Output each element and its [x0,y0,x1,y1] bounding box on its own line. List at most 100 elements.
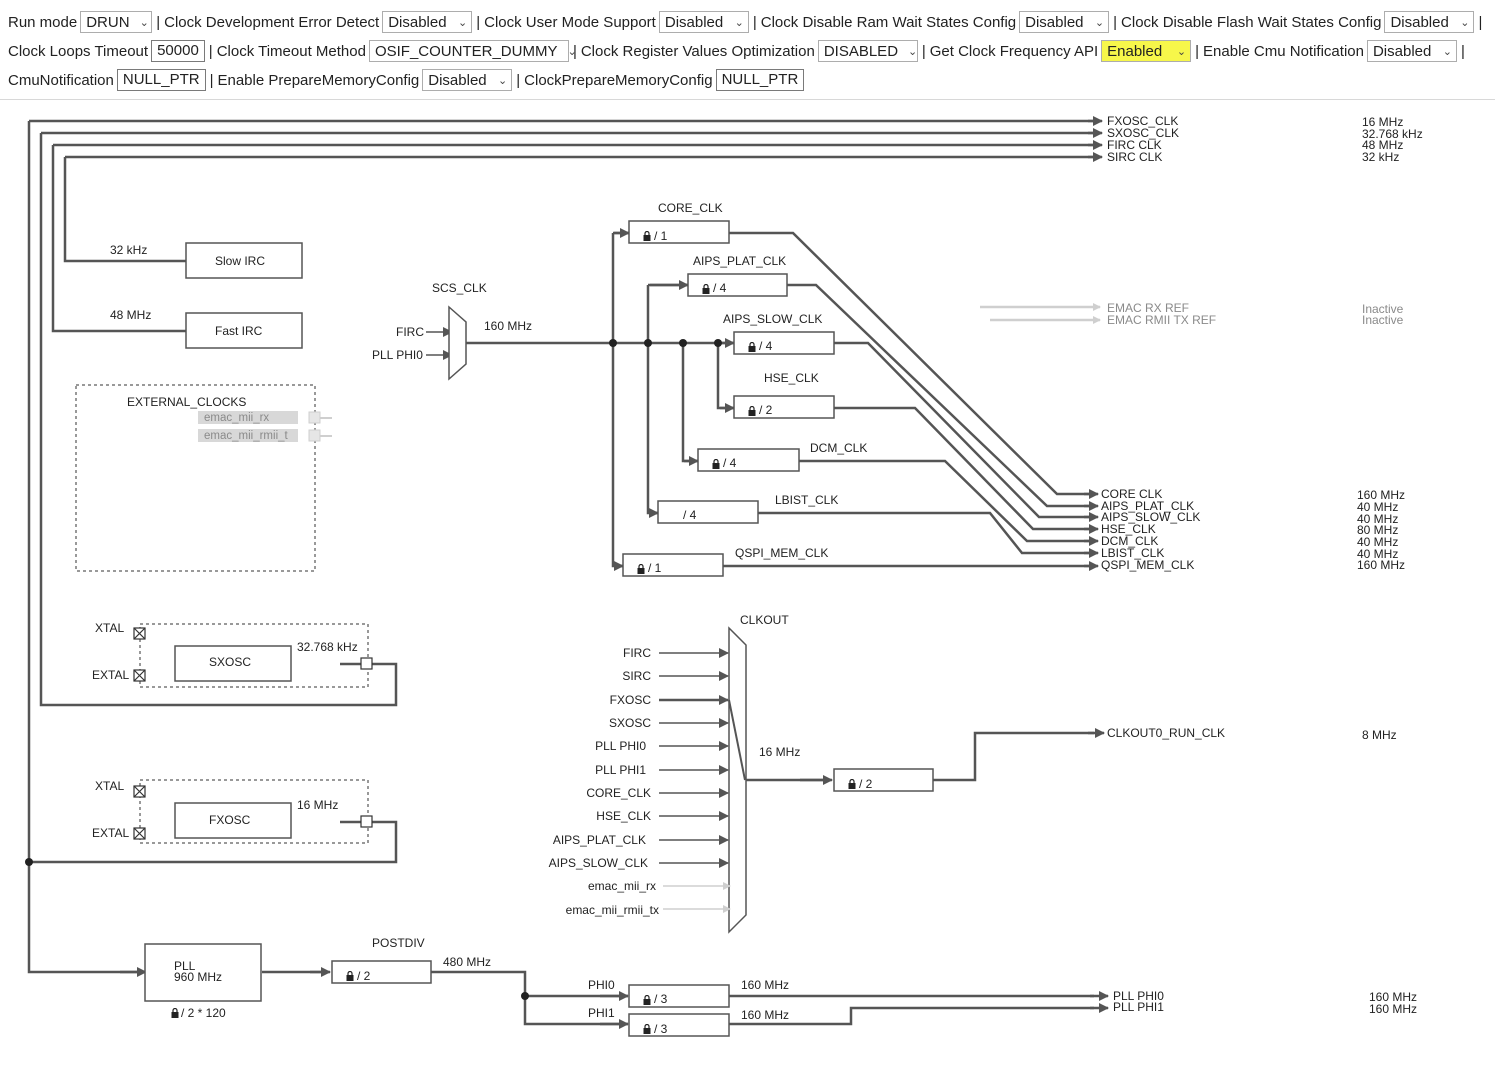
fast-irc-freq: 48 MHz [110,308,151,322]
svg-text:40 MHz: 40 MHz [1357,535,1398,549]
svg-text:DCM_CLK: DCM_CLK [1101,534,1158,548]
junction-dot [521,992,529,1000]
out-label: SIRC CLK [1107,150,1162,164]
svg-text:EXTAL: EXTAL [92,826,129,840]
clock-dev-error-detect-select[interactable]: Disabled⌄ [382,11,473,33]
clock-user-mode-support-select[interactable]: Disabled⌄ [658,11,749,33]
scs-input: FIRC [396,325,424,339]
slow-irc-block[interactable]: Slow IRC 32 kHz [110,242,303,279]
svg-text:AIPS_PLAT_CLK: AIPS_PLAT_CLK [1101,499,1194,513]
sxosc-freq: 32.768 kHz [297,640,358,654]
firc-vertical-wire [51,145,186,333]
chevron-down-icon: ⌄ [908,45,918,58]
fxosc-label: FXOSC [209,813,251,827]
enable-cmu-notification-select[interactable]: Disabled⌄ [1366,40,1457,62]
svg-text:emac_mii_rx: emac_mii_rx [588,879,656,893]
run-mode-label: Run mode [8,13,78,31]
lbist-clk-divider[interactable]: / 4 LBIST_CLK [657,493,838,524]
enable-prepare-memory-config-select[interactable]: Disabled⌄ [422,69,513,91]
external-clock-item: emac_mii_rmii_t [204,430,289,442]
slow-irc-label: Slow IRC [215,254,265,268]
clock-prepare-memory-config-label: ClockPrepareMemoryConfig [524,71,713,89]
svg-text:AIPS_PLAT_CLK: AIPS_PLAT_CLK [553,833,646,847]
out-freq: 16 MHz [1362,115,1403,129]
pll-label: PLL [174,959,196,973]
clkout-mux[interactable]: CLKOUT 16 MHz FIRC SIRC FXOSC SXOSC PLL … [549,613,801,934]
svg-text:/ 2: / 2 [357,969,371,983]
fxosc-block[interactable]: FXOSC 16 MHz XTAL EXTAL [92,779,373,844]
svg-text:/ 2: / 2 [759,403,773,417]
aips-slow-clk-divider[interactable]: / 4 AIPS_SLOW_CLK [723,312,835,355]
chevron-down-icon: ⌄ [1094,16,1105,29]
clock-prepare-memory-config-input[interactable]: NULL_PTR [715,69,805,91]
clock-disable-ram-wait-label: Clock Disable Ram Wait States Config [760,13,1017,31]
sxosc-block[interactable]: SXOSC 32.768 kHz XTAL EXTAL [92,621,373,688]
dcm-clk-divider[interactable]: / 4 DCM_CLK [697,441,867,472]
emac-freq: Inactive [1362,302,1404,316]
phi0-divider[interactable]: / 3 PHI0 160 MHz [588,978,789,1008]
scs-clk-mux[interactable]: SCS_CLK FIRC PLL PHI0 160 MHz [372,281,532,381]
run-mode-select[interactable]: DRUN⌄ [80,11,153,33]
pll-phi1-freq: 160 MHz [1369,1002,1417,1016]
aips-slow-wire [834,341,1094,519]
phi1-divider[interactable]: / 3 PHI1 160 MHz [588,1006,789,1037]
external-clocks-block: EXTERNAL_CLOCKS emac_mii_rx emac_mii_rmi… [75,384,332,572]
chevron-down-icon: ⌄ [457,16,468,29]
sxosc-label: SXOSC [209,655,251,669]
emac-label: EMAC RX REF [1107,301,1189,315]
top-outputs: FXOSC_CLK SXOSC_CLK FIRC CLK SIRC CLK 16… [1107,114,1423,164]
clock-disable-flash-wait-select[interactable]: Disabled⌄ [1384,11,1475,33]
chevron-down-icon: ⌄ [498,74,508,87]
cmu-notification-input[interactable]: NULL_PTR [116,69,206,91]
hse-clk-divider[interactable]: / 2 HSE_CLK [733,371,835,419]
clock-disable-ram-wait-select[interactable]: Disabled⌄ [1019,11,1110,33]
svg-text:40 MHz: 40 MHz [1357,500,1398,514]
pll-phi0-freq: 160 MHz [1369,990,1417,1004]
junction-dot [609,339,617,347]
chevron-down-icon: ⌄ [1460,16,1470,29]
svg-text:/ 3: / 3 [654,992,668,1006]
clock-timeout-method-select[interactable]: OSIF_COUNTER_DUMMY⌄ [368,40,577,62]
clock-register-values-opt-select[interactable]: DISABLED⌄ [817,40,918,62]
slow-irc-freq: 32 kHz [110,243,147,257]
svg-text:AIPS_SLOW_CLK: AIPS_SLOW_CLK [549,856,648,870]
svg-text:XTAL: XTAL [95,779,124,793]
svg-text:HSE_CLK: HSE_CLK [596,809,651,823]
clock-loops-timeout-input[interactable]: 50000 [151,40,205,62]
pll-block[interactable]: PLL 960 MHz / 2 * 120 [144,943,262,1020]
core-clk-divider[interactable]: / 1 CORE_CLK [628,201,730,244]
core-clk-wire [729,231,1094,496]
phi1-output-wire [729,1006,1094,1026]
svg-text:QSPI_MEM_CLK: QSPI_MEM_CLK [1101,558,1194,572]
junction-dot [714,339,722,347]
sxosc-vertical-wire [39,133,398,707]
phi1-label: PHI1 [588,1006,615,1020]
postdiv-title: POSTDIV [372,936,425,950]
svg-text:40 MHz: 40 MHz [1357,512,1398,526]
clock-loops-timeout-label: Clock Loops Timeout [8,42,149,60]
aips-plat-clk-divider[interactable]: / 4 AIPS_PLAT_CLK [687,254,788,297]
qspi-mem-clk-divider[interactable]: / 1 QSPI_MEM_CLK [622,546,828,577]
scs-freq: 160 MHz [484,319,532,333]
aips-plat-wire [787,283,1094,508]
pll-mult: / 2 * 120 [181,1006,226,1020]
svg-text:/ 1: / 1 [648,561,662,575]
svg-text:/ 3: / 3 [654,1022,668,1036]
clock-register-values-opt-label: Clock Register Values Optimization [580,42,815,60]
get-clock-frequency-api-select[interactable]: Enabled⌄ [1101,40,1192,62]
core-qspi-branch [611,233,623,568]
clkout-output-wire [933,731,1094,782]
postdiv-divider[interactable]: / 2 POSTDIV 480 MHz [331,936,491,984]
junction-dot [25,858,33,866]
svg-text:PLL PHI0: PLL PHI0 [595,739,646,753]
enable-cmu-notification-label: Enable Cmu Notification [1203,42,1364,60]
hse-title: HSE_CLK [764,371,819,385]
chevron-down-icon: ⌄ [1442,45,1452,58]
clkout-divider[interactable]: / 2 [833,768,934,792]
clock-timeout-method-label: Clock Timeout Method [216,42,366,60]
svg-text:CORE_CLK: CORE_CLK [586,786,651,800]
aips-plat-lbist-branch [646,285,658,515]
toolbar-row-2: Clock Loops Timeout 50000 | Clock Timeou… [8,38,1469,64]
fast-irc-block[interactable]: Fast IRC 48 MHz [110,308,303,349]
config-toolbar: Run mode DRUN⌄ | Clock Development Error… [0,0,1495,100]
